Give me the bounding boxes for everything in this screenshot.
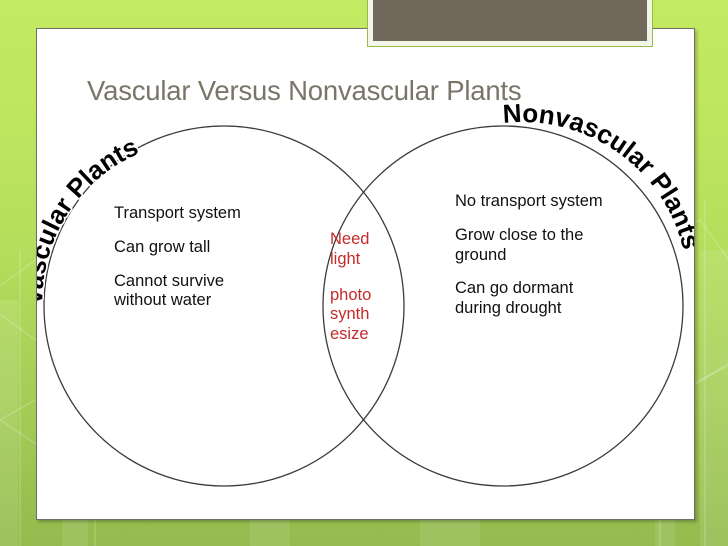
list-item: Can go dormant during drought	[455, 279, 574, 318]
venn-diagram: Vascular Plants Nonvascular Plants Trans…	[37, 29, 694, 519]
list-item: Transport system	[114, 204, 241, 222]
list-item: Grow close to the ground	[455, 225, 584, 264]
list-item: No transport system	[455, 192, 603, 210]
venn-circle-right	[322, 125, 684, 487]
list-item: Cannot survive without water	[114, 271, 225, 310]
list-item: Can grow tall	[114, 237, 211, 256]
venn-arc-labels: Vascular Plants Nonvascular Plants	[37, 96, 694, 307]
slide-content-panel: Vascular Versus Nonvascular Plants Vascu…	[36, 28, 695, 520]
page-title: Vascular Versus Nonvascular Plants	[87, 75, 522, 106]
venn-circles	[43, 125, 684, 487]
left-circle-item-list: Transport system Can grow tall Cannot su…	[114, 204, 279, 311]
overlap-item-list: Need light photo synth esize	[330, 230, 392, 345]
venn-circle-left	[43, 125, 405, 487]
list-item: photo synth esize	[330, 285, 372, 344]
top-placeholder-box	[367, 0, 653, 47]
right-circle-item-list: No transport system Grow close to the gr…	[455, 192, 620, 319]
list-item: Need light	[330, 230, 370, 268]
